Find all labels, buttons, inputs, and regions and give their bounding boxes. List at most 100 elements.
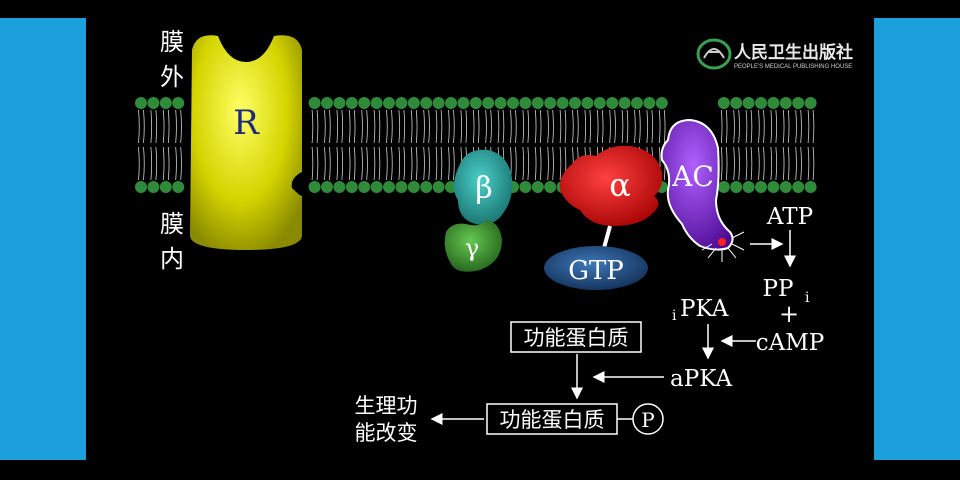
lipid-head bbox=[606, 97, 619, 109]
lipid-head bbox=[755, 97, 767, 109]
lipid-head bbox=[135, 97, 147, 109]
publisher-name-cn: 人民卫生出版社 bbox=[734, 42, 853, 63]
lipid-tail bbox=[651, 109, 654, 144]
lipid-tail bbox=[564, 109, 567, 144]
lipid-tail bbox=[435, 146, 438, 181]
lipid-tail bbox=[353, 109, 356, 144]
lipid-head bbox=[432, 97, 445, 109]
lipid-tail bbox=[758, 146, 760, 181]
gamma-label: γ bbox=[465, 234, 479, 262]
lipid-head bbox=[569, 97, 581, 109]
lipid-head bbox=[531, 181, 544, 193]
lipid-head bbox=[345, 97, 358, 109]
outer-label-2: 外 bbox=[160, 63, 184, 91]
gtp-label: GTP bbox=[568, 256, 624, 286]
lipid-head bbox=[370, 181, 383, 193]
publisher-emblem-icon bbox=[696, 38, 732, 70]
lipid-tail bbox=[763, 146, 765, 181]
lipid-tail bbox=[782, 146, 785, 181]
lipid-head bbox=[631, 97, 643, 109]
lipid-tail bbox=[812, 146, 815, 181]
lipid-head bbox=[358, 97, 371, 109]
lipid-head bbox=[383, 97, 395, 109]
lipid-tail bbox=[601, 109, 604, 144]
lipid-tail bbox=[324, 109, 326, 144]
lipid-tail bbox=[787, 109, 790, 144]
lipid-tail bbox=[341, 109, 344, 144]
lipid-head bbox=[544, 181, 557, 193]
lipid-tail bbox=[596, 109, 599, 144]
lipid-tail bbox=[423, 146, 425, 181]
lipid-head bbox=[172, 181, 185, 193]
lipid-head bbox=[655, 97, 668, 109]
lipid-head bbox=[445, 97, 457, 109]
lipid-tail bbox=[750, 109, 753, 144]
lipid-tail bbox=[162, 109, 165, 144]
lipid-tail bbox=[465, 109, 468, 144]
lipid-tail bbox=[150, 146, 153, 181]
lipid-head bbox=[159, 181, 172, 193]
lipid-tail bbox=[311, 146, 314, 181]
lipid-tail bbox=[552, 146, 554, 181]
ppi-subscript: i bbox=[805, 290, 810, 306]
lipid-head bbox=[593, 97, 606, 109]
lipid-tail bbox=[348, 109, 351, 144]
lipid-tail bbox=[534, 146, 537, 181]
lipid-head bbox=[742, 181, 755, 193]
lipid-tail bbox=[559, 109, 562, 144]
lipid-tail bbox=[738, 146, 740, 181]
lipid-tail bbox=[527, 109, 530, 144]
lipid-tail bbox=[398, 146, 401, 181]
lipid-tail bbox=[415, 146, 418, 181]
lipid-head bbox=[730, 97, 743, 109]
lipid-tail bbox=[348, 146, 351, 181]
lipid-tail bbox=[547, 146, 549, 181]
lipid-tail bbox=[733, 109, 735, 144]
lipid-tail bbox=[770, 109, 773, 144]
receptor-label: R bbox=[233, 103, 260, 143]
lipid-tail bbox=[658, 109, 661, 144]
ipka-label: PKA bbox=[680, 296, 729, 322]
lipid-tail bbox=[725, 109, 728, 144]
lipid-tail bbox=[795, 146, 797, 181]
lipid-tail bbox=[477, 109, 480, 144]
lipid-tail bbox=[609, 109, 611, 144]
lipid-tail bbox=[167, 146, 170, 181]
lipid-head bbox=[333, 181, 346, 193]
lipid-head bbox=[321, 97, 333, 109]
lipid-head bbox=[370, 97, 383, 109]
diagram-stage: 膜 外 膜 内 R β γ AC α GTP ATP PP i + cAMP i… bbox=[86, 0, 874, 480]
lipid-tail bbox=[378, 109, 381, 144]
lipid-head bbox=[767, 97, 780, 109]
lipid-head bbox=[147, 97, 160, 109]
lipid-head bbox=[159, 97, 172, 109]
lipid-tail bbox=[440, 109, 443, 144]
lipid-head bbox=[792, 181, 805, 193]
lipid-tail bbox=[812, 109, 815, 144]
lipid-tail bbox=[577, 109, 579, 144]
lipid-head bbox=[581, 97, 594, 109]
lipid-head bbox=[767, 181, 780, 193]
lipid-tail bbox=[763, 109, 765, 144]
lipid-tail bbox=[180, 146, 182, 181]
lipid-tail bbox=[435, 109, 438, 144]
lipid-tail bbox=[423, 109, 425, 144]
lipid-tail bbox=[373, 146, 376, 181]
lipid-tail bbox=[311, 109, 314, 144]
lipid-tail bbox=[175, 109, 177, 144]
lipid-tail bbox=[621, 109, 624, 144]
lipid-tail bbox=[138, 146, 140, 181]
alpha-gtp-link bbox=[602, 225, 612, 249]
lipid-head bbox=[779, 97, 792, 109]
lipid-tail bbox=[800, 146, 802, 181]
lipid-tail bbox=[440, 146, 443, 181]
effect-line-1: 生理功 bbox=[355, 394, 418, 418]
lipid-tail bbox=[415, 109, 418, 144]
lipid-head bbox=[494, 97, 507, 109]
camp-label: cAMP bbox=[756, 330, 825, 356]
lipid-tail bbox=[453, 109, 455, 144]
lipid-head bbox=[135, 181, 147, 193]
lipid-head bbox=[804, 181, 817, 193]
inner-label-2: 内 bbox=[160, 245, 184, 273]
lipid-tail bbox=[787, 146, 790, 181]
